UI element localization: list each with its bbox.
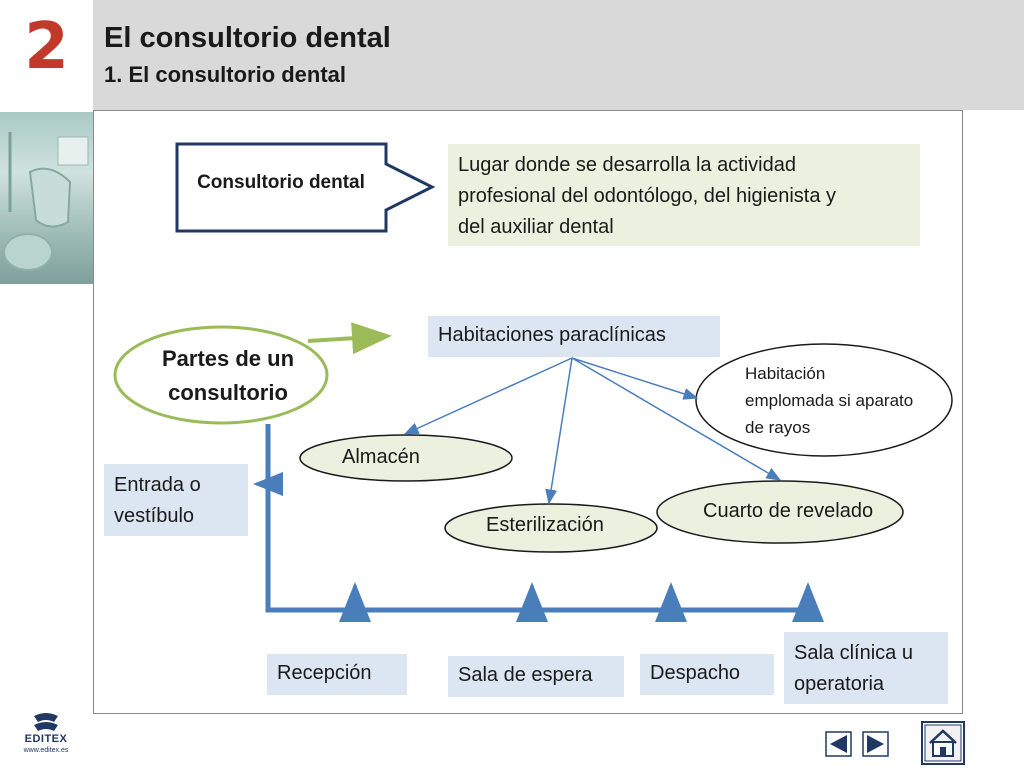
emplomada-line: emplomada si aparato	[745, 391, 914, 410]
dental-office-photo	[0, 112, 93, 284]
page-title: El consultorio dental	[104, 22, 391, 54]
chapter-number: 2	[24, 10, 69, 84]
habitacion-emplomada: Habitación emplomada si aparato de rayos	[745, 360, 955, 441]
almacen-ellipse	[299, 434, 513, 482]
sala-clinica-line: Sala clínica u	[794, 642, 913, 664]
prev-icon[interactable]	[825, 731, 852, 757]
page-subtitle: 1. El consultorio dental	[104, 62, 347, 87]
editex-logo-url: www.editex.es	[23, 747, 69, 754]
despacho-box: Despacho	[640, 654, 774, 695]
partes-consultorio-label: Partes de un consultorio	[118, 342, 338, 410]
cuarto-revelado-label: Cuarto de revelado	[703, 500, 874, 522]
sala-clinica-line: operatoria	[794, 673, 885, 695]
editex-logo-mark	[34, 713, 58, 731]
habitaciones-paraclinicas: Habitaciones paraclínicas	[438, 324, 666, 346]
partes-ellipse	[113, 325, 329, 425]
emplomada-line: de rayos	[745, 418, 811, 437]
entrada-vestibulo: Entrada o vestíbulo	[104, 464, 248, 536]
sala-espera-box: Sala de espera	[448, 656, 624, 697]
emplomada-line: Habitación	[745, 364, 826, 383]
entrada-line: vestíbulo	[114, 505, 195, 527]
definition-line: Lugar donde se desarrolla la actividad	[458, 154, 796, 176]
nav-controls	[825, 721, 965, 765]
consultorio-label: Consultorio dental	[197, 172, 365, 193]
consultorio-arrow-shape	[175, 142, 436, 233]
partes-line: Partes de un	[161, 346, 295, 371]
sala-clinica-box: Sala clínica u operatoria	[784, 632, 948, 704]
home-icon[interactable]	[921, 721, 965, 765]
recepcion-box: Recepción	[267, 654, 407, 695]
hab-paraclinicas-bg	[428, 316, 720, 357]
cuarto-ellipse	[656, 480, 904, 544]
editex-logo-text: EDITEX	[24, 733, 68, 745]
definition-box-bg	[448, 144, 920, 246]
partes-line: consultorio	[168, 380, 288, 405]
definition-line: del auxiliar dental	[458, 216, 614, 238]
almacen-label: Almacén	[342, 446, 420, 468]
esterilizacion-label: Esterilización	[486, 514, 604, 536]
hab-emplomada-ellipse	[695, 343, 953, 457]
next-icon[interactable]	[862, 731, 889, 757]
green-arrow	[307, 322, 392, 355]
header-band	[93, 0, 1024, 110]
entrada-line: Entrada o	[114, 474, 201, 496]
definition-line: profesional del odontólogo, del higienis…	[458, 185, 837, 207]
content-frame	[93, 110, 963, 714]
definition-box: Lugar donde se desarrolla la actividad p…	[448, 144, 920, 246]
